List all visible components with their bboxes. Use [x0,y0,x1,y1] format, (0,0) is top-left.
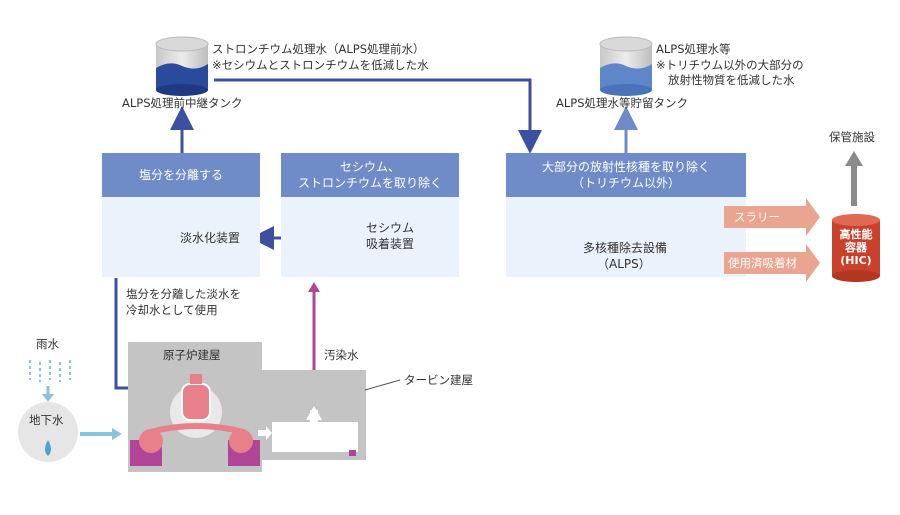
used-adsorbent-label: 使用済吸着材 [724,252,806,274]
groundwater-arrowhead [112,428,122,440]
turbine-building-label: タービン建屋 [404,373,473,387]
cesium-panel [281,197,459,277]
desalination-panel [102,197,260,277]
desalination-device-label: 淡水化装置 [180,231,241,245]
flow-arrow-relay-to-alps [214,78,542,154]
alps-header-line-2: （トリチウム以外） [571,176,680,190]
storage-tank-note-1: ※トリチウム以外の大部分の [656,58,804,72]
relay-tank-icon [155,36,209,96]
desalination-header-text: 塩分を分離する [138,168,223,182]
reactor-building-label: 原子炉建屋 [163,348,221,362]
reactor-core [181,383,211,421]
relay-tank-title: ストロンチウム処理水（ALPS処理前水） [212,42,425,56]
storage-tank-note-2: 放射性物質を低減した水 [668,73,795,87]
cesium-header: セシウム、 ストロンチウムを取り除く [281,153,459,197]
rain-to-ground-arrowhead [42,394,54,402]
hic-label-line-3: (HIC) [840,254,872,267]
hic-label-line-2: 容器 [845,241,867,254]
relay-tank-label: ALPS処理前中継タンク [122,96,243,110]
reactor-core-top [190,374,202,384]
slurry-label: スラリー [724,206,806,228]
hic-container-icon [832,214,880,282]
storage-tank-title: ALPS処理水等 [656,42,731,56]
contaminated-arrowhead [308,282,320,292]
alps-device-line-2: （ALPS） [597,257,651,271]
turbine-up-arrow-stem [310,410,318,424]
water-drop-icon [45,440,51,456]
cesium-header-line-2: ストロンチウムを取り除く [297,176,442,190]
storage-facility-label: 保管施設 [829,130,875,144]
alps-device-line-1: 多核種除去設備 [583,241,668,255]
fresh-water-line-2: 冷却水として使用 [126,303,218,317]
reactor-pipe [149,423,245,435]
reactor-to-turbine-arrow [258,426,272,440]
cesium-device-line-1: セシウム [366,221,415,235]
turbine-label-leader [364,379,401,391]
turbine-sump [349,450,356,456]
reactor-pump-left [139,429,163,453]
groundwater-label: 地下水 [29,413,64,427]
rain-label: 雨水 [36,337,59,351]
desalination-header: 塩分を分離する [102,153,260,197]
storage-tank-icon [599,36,653,96]
hic-label: 高性能 容器 (HIC) [832,228,880,267]
groundwater-bubble [18,402,78,462]
storage-tank-label: ALPS処理水等貯留タンク [556,96,689,110]
rain-icon [29,360,71,382]
contaminated-water-label: 汚染水 [324,348,359,362]
relay-tank-note: ※セシウムとストロンチウムを低減した水 [212,58,429,72]
hic-label-line-1: 高性能 [839,228,873,241]
cesium-device-line-2: 吸着装置 [366,237,415,251]
cesium-header-line-1: セシウム、 [339,160,400,174]
storage-facility-arrow [845,151,863,206]
alps-header: 大部分の放射性核種を取り除く （トリチウム以外） [506,153,746,197]
fresh-water-line-1: 塩分を分離した淡水を [126,287,241,301]
alps-header-line-1: 大部分の放射性核種を取り除く [541,160,710,174]
turbine-inner-tank [272,422,358,452]
reactor-pump-right [229,429,253,453]
alps-panel [506,197,746,277]
